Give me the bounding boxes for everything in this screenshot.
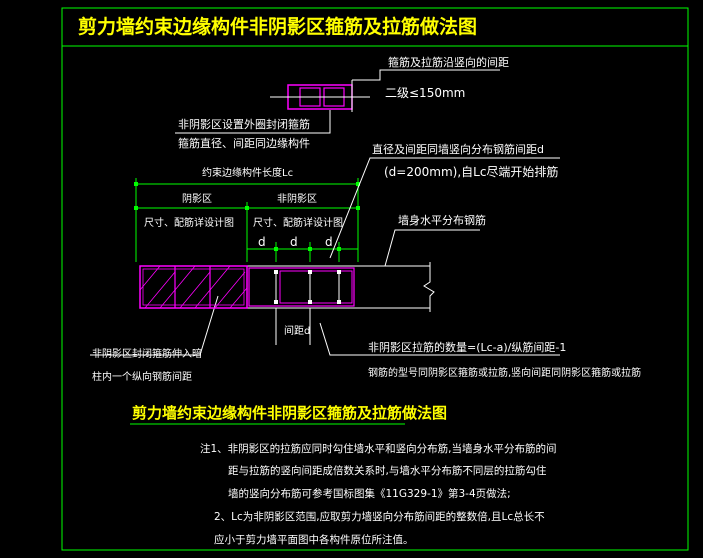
closed-hoop-label-2: 柱内一个纵向钢筋间距 xyxy=(92,370,192,383)
tie-count-label: 非阴影区拉筋的数量=(Lc-a)/纵筋间距-1 xyxy=(368,340,566,354)
dim-d-2: d xyxy=(290,235,298,249)
title: 剪力墙约束边缘构件非阴影区箍筋及拉筋做法图 xyxy=(78,15,477,38)
stirrup-detail xyxy=(270,80,370,112)
size-non-shadow-label: 尺寸、配筋详设计图 xyxy=(253,216,343,229)
dist-label-1: 直径及间距同墙竖向分布钢筋间距d xyxy=(372,142,544,156)
length-lc-label: 约束边缘构件长度Lc xyxy=(202,166,293,179)
subtitle: 剪力墙约束边缘构件非阴影区箍筋及拉筋做法图 xyxy=(132,404,447,422)
drawing-frame xyxy=(61,7,689,551)
note-line: 应小于剪力墙平面图中各构件原位所注值。 xyxy=(214,533,414,546)
dist-label-2: (d=200mm),自Lc尽端开始排筋 xyxy=(384,164,558,179)
note-line: 墙的竖向分布筋可参考国标图集《11G329-1》第3-4页做法; xyxy=(228,487,511,500)
note-line: 注1、非阴影区的拉筋应同时勾住墙水平和竖向分布筋,当墙身水平分布筋的间 xyxy=(200,442,557,455)
spacing-d-dim xyxy=(275,308,311,345)
closed-hoop-label-1: 非阴影区封闭箍筋伸入暗 xyxy=(92,347,202,360)
tie-type-label: 钢筋的型号同阴影区箍筋或拉筋,竖向间距同阴影区箍筋或拉筋 xyxy=(368,366,641,379)
dim-d-3: d xyxy=(325,235,333,249)
dim-d-1: d xyxy=(258,235,266,249)
shadow-label: 阴影区 xyxy=(182,193,212,205)
note-line: 距与拉筋的竖向间距成倍数关系时,与墙水平分布筋不同层的拉筋勾住 xyxy=(228,464,547,477)
spacing-d-label: 间距d xyxy=(284,324,310,337)
non-shadow-label: 非阴影区 xyxy=(277,193,317,205)
top-spacing-label: 箍筋及拉筋沿竖向的间距 xyxy=(388,55,509,69)
outer-hoop-label-1: 非阴影区设置外圈封闭箍筋 xyxy=(178,117,310,131)
size-shadow-label: 尺寸、配筋详设计图 xyxy=(144,216,234,229)
horiz-bar-label: 墙身水平分布钢筋 xyxy=(398,213,486,227)
note-line: 2、Lc为非阴影区范围,应取剪力墙竖向分布筋间距的整数倍,且Lc总长不 xyxy=(214,510,545,523)
wall-section xyxy=(139,262,435,312)
outer-hoop-label-2: 箍筋直径、间距同边缘构件 xyxy=(178,136,310,150)
grade-label: 二级≤150mm xyxy=(385,86,465,100)
